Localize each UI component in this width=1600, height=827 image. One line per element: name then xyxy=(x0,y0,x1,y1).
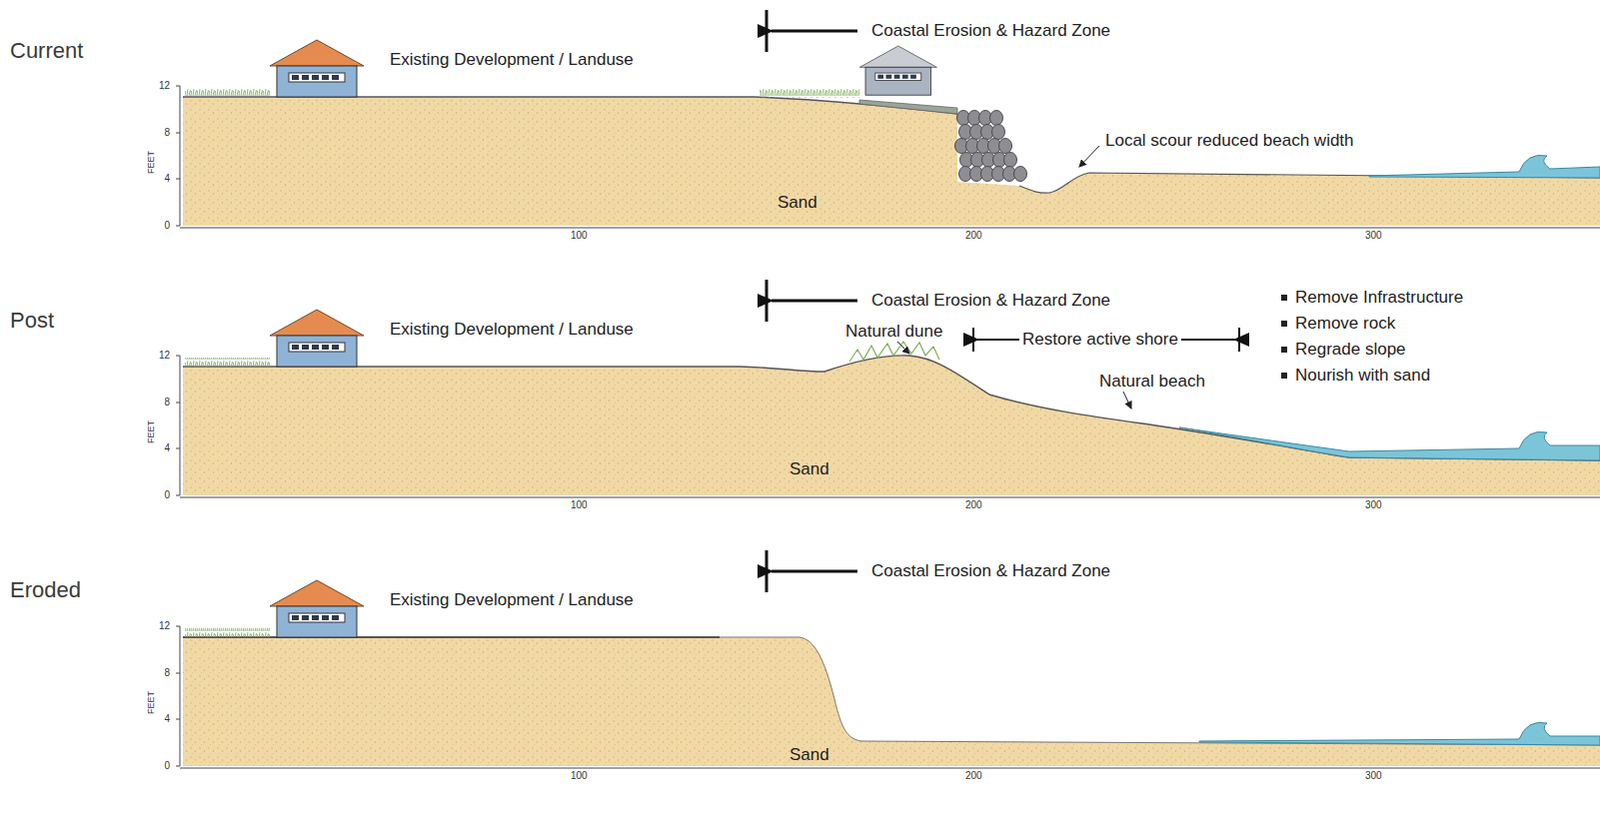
annotation-label: Coastal Erosion & Hazard Zone xyxy=(871,20,1111,41)
axis-tick-label: 300 xyxy=(1365,770,1383,783)
axis-tick-label: 300 xyxy=(1365,229,1383,242)
annotation-label: Restore active shore xyxy=(1019,329,1182,350)
annotation-label: Coastal Erosion & Hazard Zone xyxy=(871,290,1111,311)
axis-title: FEET xyxy=(145,150,156,174)
axis-tick-label: 8 xyxy=(149,126,170,139)
annotation-label: Natural beach xyxy=(1099,371,1206,392)
axis-tick-label: 300 xyxy=(1365,499,1383,512)
annotation-label: Existing Development / Landuse xyxy=(389,49,634,70)
axis-tick-label: 12 xyxy=(149,79,170,92)
annotation-label: Existing Development / Landuse xyxy=(389,319,634,340)
axis-tick-label: 12 xyxy=(149,620,170,633)
annotation-label: Regrade slope xyxy=(1295,339,1407,360)
material-label: Sand xyxy=(777,192,818,213)
axis-tick-label: 4 xyxy=(149,713,170,726)
panel-title: Post xyxy=(9,307,54,333)
annotation-label: Remove rock xyxy=(1295,313,1396,334)
annotation-label: Existing Development / Landuse xyxy=(389,590,634,611)
post-panel xyxy=(175,279,1600,498)
annotation-label: Natural dune xyxy=(845,321,943,342)
rock-revetment xyxy=(955,110,1028,182)
axis-tick-label: 8 xyxy=(149,667,170,680)
annotation-label: Local scour reduced beach width xyxy=(1105,130,1355,151)
axis-tick-label: 0 xyxy=(149,489,170,502)
annotation-label: Nourish with sand xyxy=(1295,365,1431,386)
axis-tick-label: 12 xyxy=(149,349,170,362)
axis-tick-label: 200 xyxy=(965,229,983,242)
axis-title: FEET xyxy=(145,420,156,444)
axis-tick-label: 4 xyxy=(149,172,170,185)
axis-tick-label: 200 xyxy=(965,499,983,512)
axis-tick-label: 100 xyxy=(570,229,588,242)
material-label: Sand xyxy=(789,745,830,766)
axis-tick-label: 200 xyxy=(965,770,983,783)
axis-tick-label: 100 xyxy=(570,770,588,783)
panel-title: Current xyxy=(9,37,83,63)
axis-tick-label: 0 xyxy=(149,219,170,232)
current-panel xyxy=(175,9,1600,228)
axis-tick-label: 0 xyxy=(149,760,170,773)
axis-tick-label: 100 xyxy=(570,499,588,512)
eroded-panel xyxy=(175,550,1600,769)
axis-title: FEET xyxy=(145,691,156,715)
annotation-label: Coastal Erosion & Hazard Zone xyxy=(871,561,1111,582)
panel-title: Eroded xyxy=(9,577,81,603)
axis-tick-label: 8 xyxy=(149,396,170,409)
material-label: Sand xyxy=(789,459,830,480)
annotation-label: Remove Infrastructure xyxy=(1295,287,1464,308)
axis-tick-label: 4 xyxy=(149,442,170,455)
